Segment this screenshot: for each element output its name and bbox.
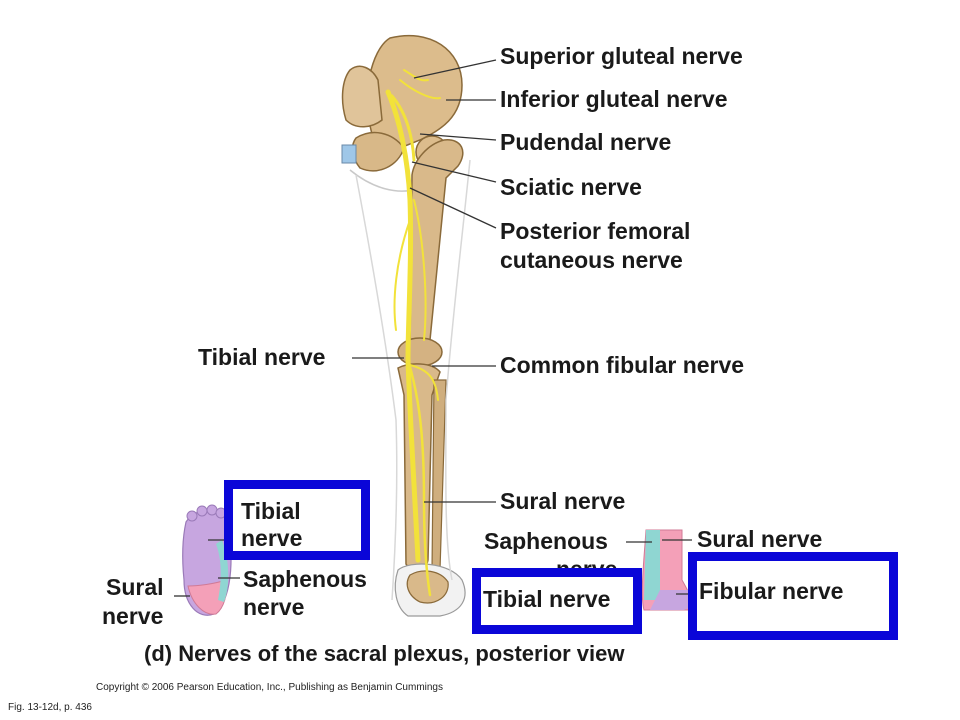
label-left-saphenous-line2: nerve bbox=[243, 594, 305, 620]
label-sciatic-nerve: Sciatic nerve bbox=[500, 174, 642, 200]
highlight-box-tibial-left: Tibial nerve bbox=[224, 480, 370, 560]
figure-caption: (d) Nerves of the sacral plexus, posteri… bbox=[144, 641, 625, 666]
label-sural-nerve: Sural nerve bbox=[500, 488, 626, 514]
lower-leg-bones bbox=[397, 363, 447, 572]
nerves bbox=[385, 69, 441, 597]
label-right-sural-nerve: Sural nerve bbox=[697, 526, 823, 552]
label-common-fibular-nerve: Common fibular nerve bbox=[500, 352, 745, 378]
label-left-sural-line1: Sural bbox=[106, 574, 164, 600]
label-left-sural-line2: nerve bbox=[102, 603, 164, 629]
label-left-tibial-line1: Tibial bbox=[241, 498, 301, 524]
pelvis-bone bbox=[341, 34, 463, 192]
copyright-notice: Copyright © 2006 Pearson Education, Inc.… bbox=[96, 682, 443, 693]
highlight-box-fibular: Fibular nerve bbox=[688, 552, 898, 640]
label-inferior-gluteal-nerve: Inferior gluteal nerve bbox=[500, 86, 728, 112]
leader-lines bbox=[174, 59, 694, 601]
highlight-box-tibial-right: Tibial nerve bbox=[472, 568, 642, 634]
label-right-fibular-nerve: Fibular nerve bbox=[699, 578, 844, 604]
label-superior-gluteal-nerve: Superior gluteal nerve bbox=[500, 43, 743, 69]
label-left-tibial-line2: nerve bbox=[241, 525, 303, 551]
label-posterior-femoral-line1: Posterior femoral bbox=[500, 218, 691, 244]
right-foot-lateral bbox=[641, 529, 693, 611]
label-posterior-femoral-line2: cutaneous nerve bbox=[500, 247, 683, 273]
label-right-saphenous-line1: Saphenous bbox=[484, 528, 608, 554]
label-right-tibial-nerve: Tibial nerve bbox=[483, 586, 611, 612]
label-tibial-nerve: Tibial nerve bbox=[198, 344, 326, 370]
label-pudendal-nerve: Pudendal nerve bbox=[500, 129, 672, 155]
label-left-saphenous-line1: Saphenous bbox=[243, 566, 367, 592]
figure-reference: Fig. 13-12d, p. 436 bbox=[8, 702, 92, 713]
